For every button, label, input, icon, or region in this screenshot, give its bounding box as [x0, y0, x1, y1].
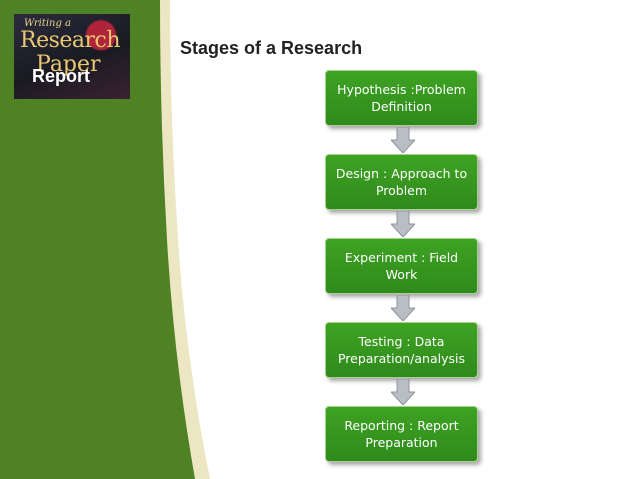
down-arrow-icon	[391, 295, 415, 321]
stage-box-testing: Testing : Data Preparation/analysis	[325, 322, 478, 378]
stage-box-experiment: Experiment : Field Work	[325, 238, 478, 294]
stages-flow: Hypothesis :Problem Definition Design : …	[325, 70, 480, 470]
stage-box-hypothesis: Hypothesis :Problem Definition	[325, 70, 478, 126]
down-arrow-icon	[391, 379, 415, 405]
stage-box-design: Design : Approach to Problem	[325, 154, 478, 210]
stage-box-reporting: Reporting : Report Preparation	[325, 406, 478, 462]
down-arrow-icon	[391, 211, 415, 237]
down-arrow-icon	[391, 127, 415, 153]
report-label: Report	[32, 66, 90, 87]
slide-title: Stages of a Research	[180, 38, 362, 59]
logo-line-1: Research	[20, 28, 120, 53]
